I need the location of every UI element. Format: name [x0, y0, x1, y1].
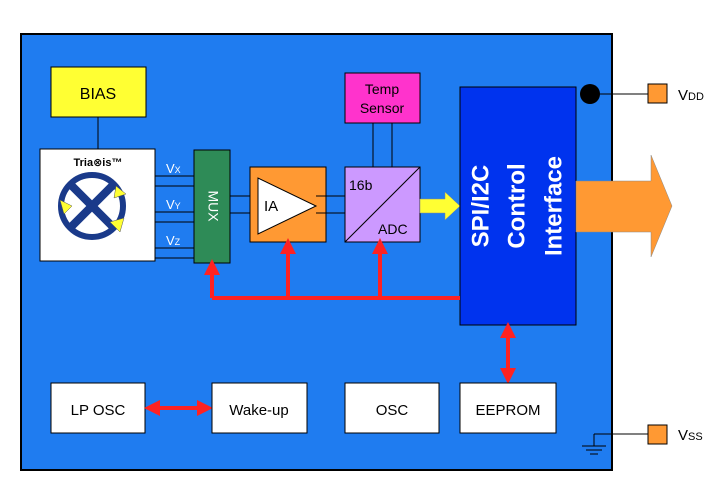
interface-output-arrow: [575, 154, 673, 258]
ground-icon: [582, 434, 606, 455]
triaxis-icon: [58, 172, 127, 240]
vy-label: VY: [166, 197, 181, 212]
temp-label-line1: Temp: [365, 81, 399, 97]
ia-label: IA: [264, 198, 278, 215]
eeprom-block: [459, 382, 557, 434]
sensor-to-mux-wires: [155, 175, 194, 259]
spi-label-line3: Interface: [540, 156, 567, 256]
vss-label: VSS: [678, 427, 703, 444]
triaxis-label: Tria⊗is™: [74, 157, 123, 169]
adc-bits-label: 16b: [349, 177, 373, 193]
osc-label: OSC: [376, 402, 409, 419]
vdd-pin: [647, 83, 668, 104]
eeprom-label: EEPROM: [475, 402, 540, 419]
vdd-label: VDD: [678, 87, 704, 104]
lp-osc-label: LP OSC: [71, 402, 126, 419]
adc-diagonal: [344, 166, 421, 243]
wakeup-block: [211, 382, 308, 434]
control-bus: [204, 238, 460, 300]
temp-label-line2: Sensor: [360, 100, 405, 116]
osc-block: [344, 382, 440, 434]
spi-label-line1: SPI/I2C: [467, 165, 494, 248]
wakeup-label: Wake-up: [229, 402, 288, 419]
adc-to-interface-arrow: [419, 191, 461, 221]
mux-block: [193, 149, 231, 264]
vx-label: VX: [166, 161, 181, 176]
spi-label-line2: Control: [503, 163, 530, 248]
lp-osc-block: [50, 382, 146, 434]
ia-amplifier-symbol: [257, 177, 318, 235]
bias-block: [50, 66, 147, 118]
vss-pin: [647, 424, 668, 445]
mux-label: MUX: [205, 190, 221, 222]
temp-sensor-block: [344, 72, 421, 124]
adc-label: ADC: [378, 221, 408, 237]
bias-label: BIAS: [80, 86, 116, 103]
vz-label: VZ: [166, 233, 181, 248]
